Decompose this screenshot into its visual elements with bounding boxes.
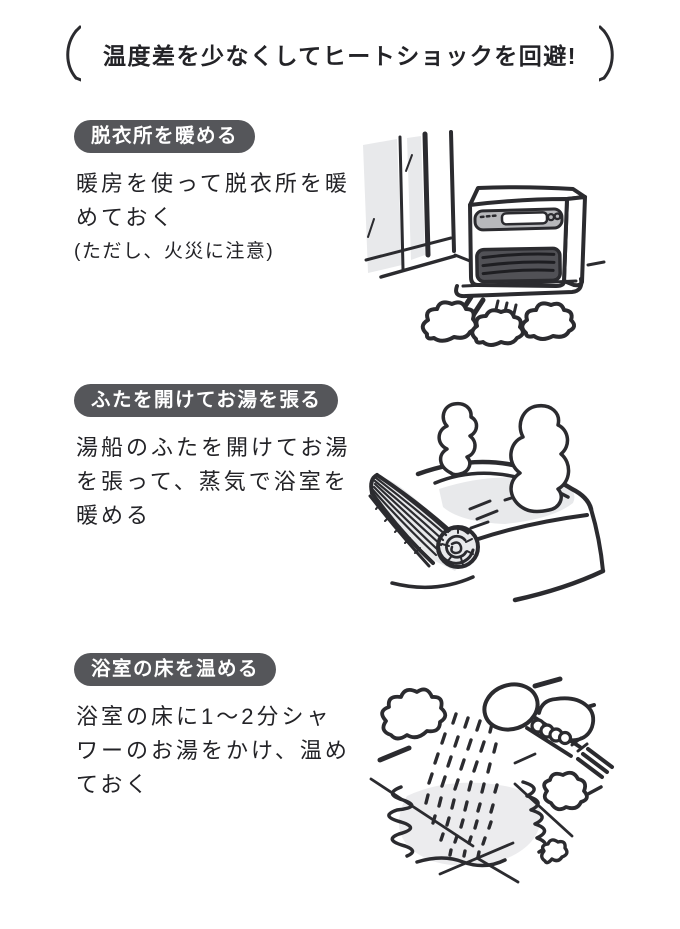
body-warm-bathroom-floor: 浴室の床に1〜2分シャ ワーのお湯をかけ、温め ておく: [76, 704, 350, 797]
heater-vent: [475, 246, 562, 284]
body-fill-tub-lid-open: 湯船のふたを開けてお湯 を張って、蒸気で浴室を 暖める: [76, 435, 351, 528]
floor-puddle: [369, 777, 574, 884]
rolled-tub-lid: [368, 473, 480, 590]
fan-heater: [454, 185, 606, 299]
section-warm-dressing-room: 脱衣所を暖める 暖房を使って脱衣所を暖 めておく (ただし、火災に注意): [74, 120, 374, 266]
left-paren-icon: [66, 25, 81, 82]
fan-heater-illustration: [363, 130, 606, 347]
shower-head-and-hand: [482, 682, 614, 779]
steam-clouds: [380, 687, 589, 865]
shower-hose: [576, 747, 614, 779]
bathtub-illustration: [368, 401, 606, 603]
shower-illustration: [369, 676, 614, 884]
section-warm-bathroom-floor: 浴室の床を温める 浴室の床に1〜2分シャ ワーのお湯をかけ、温め ておく: [74, 653, 374, 802]
heat-steam-clouds: [420, 294, 576, 347]
steam-plumes: [437, 401, 571, 514]
hand: [537, 696, 596, 743]
heater-control-panel: [473, 207, 564, 232]
body-warm-dressing-room: 暖房を使って脱衣所を暖 めておく: [76, 171, 350, 230]
page-title: 温度差を少なくしてヒートショックを回避!: [103, 43, 577, 69]
badge-warm-bathroom-floor: 浴室の床を温める: [74, 653, 277, 686]
page-title-row: 温度差を少なくしてヒートショックを回避!: [0, 22, 680, 86]
shower-head: [482, 682, 540, 732]
badge-warm-dressing-room: 脱衣所を暖める: [74, 120, 256, 153]
badge-fill-tub-lid-open: ふたを開けてお湯を張る: [74, 384, 339, 417]
shower-spray: [424, 712, 499, 859]
motion-slashes: [377, 676, 603, 796]
right-paren-icon: [598, 25, 614, 82]
note-fire-caution: (ただし、火災に注意): [74, 241, 275, 262]
section-fill-tub-lid-open: ふたを開けてお湯を張る 湯船のふたを開けてお湯 を張って、蒸気で浴室を 暖める: [74, 384, 374, 533]
